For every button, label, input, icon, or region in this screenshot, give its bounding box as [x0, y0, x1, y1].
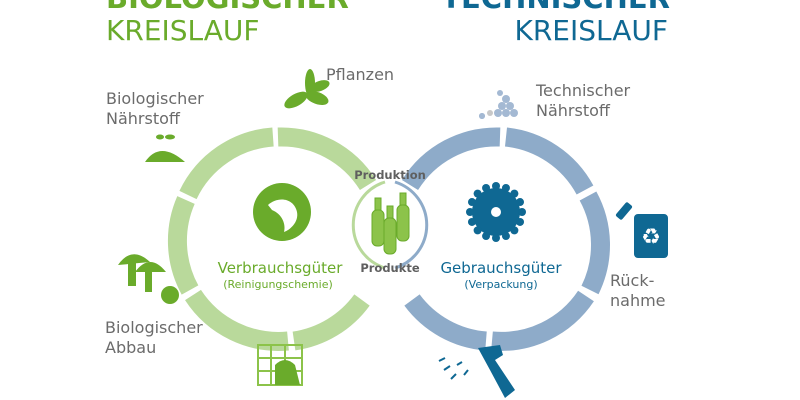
products-label: Produkte [360, 261, 420, 275]
gear-tooth [473, 189, 482, 198]
tech-title-line2: KREISLAUF [514, 14, 668, 47]
bio-title-line2: KREISLAUF [106, 14, 260, 47]
return-label-1: Rück- [610, 271, 654, 290]
bio-title-line1: BIOLOGISCHER [106, 0, 349, 15]
gear-tooth [467, 217, 476, 226]
consumables-label: Verbrauchsgüter [218, 259, 344, 277]
mushroom-beetle-icon [118, 254, 179, 304]
production-label: Produktion [354, 168, 426, 182]
durables-sublabel: (Verpackung) [464, 278, 537, 291]
spray-bottle-icon [438, 345, 515, 398]
tech-title-line1: TECHNISCHER [441, 0, 670, 15]
spray-bottles-icon [371, 192, 410, 255]
gear-tooth [492, 234, 500, 242]
gear-tooth [482, 232, 491, 241]
granules-icon [479, 90, 518, 119]
bio-nutrient-label-1: Biologischer [106, 89, 204, 108]
return-label-2: nahme [610, 291, 666, 310]
gear-tooth [492, 182, 500, 190]
plant-icon [284, 69, 330, 109]
production-arc-left [351, 180, 386, 270]
plants-label: Pflanzen [326, 65, 394, 84]
durables-label: Gebrauchsgüter [440, 259, 562, 277]
tech-nutrient-label-1: Technischer [535, 81, 631, 100]
tech-cycle-ring [401, 127, 610, 351]
gear-tooth [510, 189, 519, 198]
leaf-circle-icon [253, 183, 311, 241]
decomposition-label-2: Abbau [105, 338, 156, 357]
gear-tooth [467, 198, 476, 207]
svg-text:♻: ♻ [641, 225, 661, 250]
tech-nutrient-label-2: Nährstoff [536, 101, 611, 120]
gear-tooth [510, 226, 519, 235]
gear-tooth [516, 217, 525, 226]
soil-sprout-icon [145, 134, 185, 162]
gear-tooth [473, 226, 482, 235]
gear-tooth [501, 183, 510, 192]
bio-nutrient-label-2: Nährstoff [106, 109, 181, 128]
gear-icon [466, 182, 526, 242]
gear-tooth [466, 208, 474, 216]
gear-tooth [516, 198, 525, 207]
gear-tooth [501, 232, 510, 241]
production-arc-right [394, 180, 429, 270]
gear-tooth [518, 208, 526, 216]
recycle-bin-icon: ♻ [615, 202, 668, 258]
consumables-sublabel: (Reinigungschemie) [223, 278, 333, 291]
bio-cycle-ring [167, 127, 377, 351]
cleaning-hand-icon [257, 344, 303, 386]
decomposition-label-1: Biologischer [105, 318, 203, 337]
gear-tooth [482, 183, 491, 192]
